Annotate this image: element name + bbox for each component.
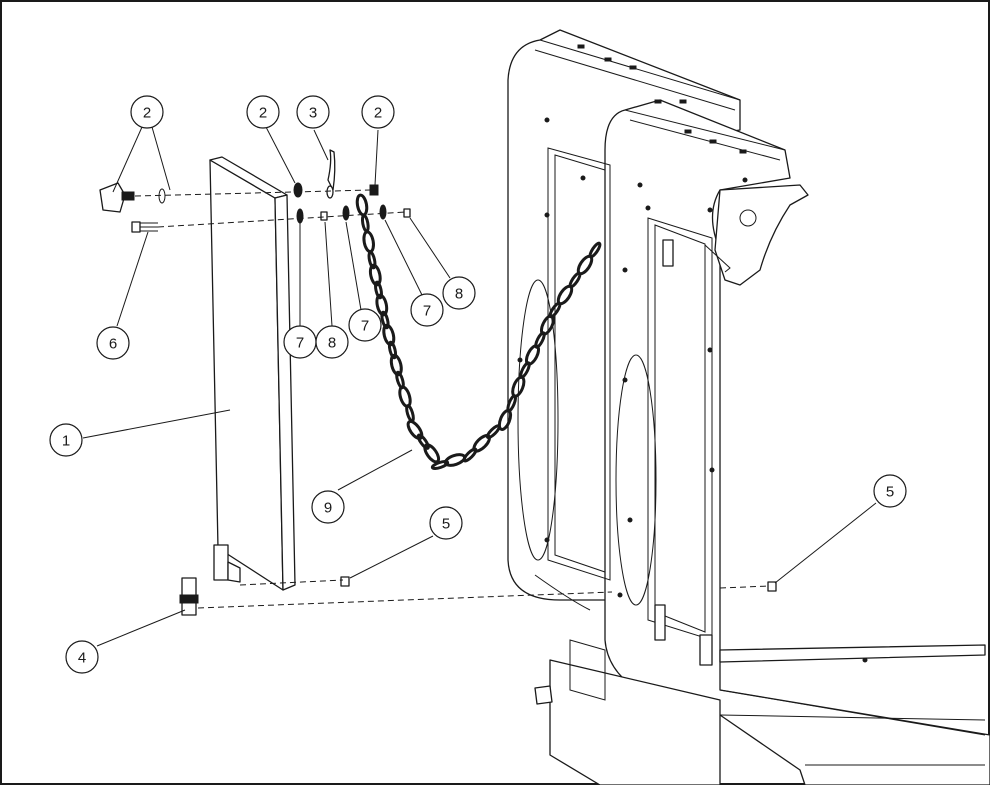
callout-label: 6 — [109, 336, 117, 353]
callout-label: 5 — [886, 484, 894, 501]
callout-c-6: 6 — [96, 326, 130, 360]
callout-c-5a: 5 — [429, 506, 463, 540]
callout-circle — [65, 640, 99, 674]
callout-c-4: 4 — [65, 640, 99, 674]
callout-circle — [348, 308, 382, 342]
chain-link — [360, 213, 370, 233]
clip-left — [340, 576, 350, 587]
chain — [355, 193, 602, 470]
callout-c-7b: 7 — [348, 308, 382, 342]
callout-circle — [96, 326, 130, 360]
callout-c-9: 9 — [311, 490, 345, 524]
callout-c-2a: 2 — [130, 95, 164, 129]
callout-circle — [873, 474, 907, 508]
callout-circle — [442, 276, 476, 310]
chain-link — [423, 443, 441, 464]
chain-link — [387, 340, 398, 360]
callouts: 2 2 3 2 6 7 8 7 7 8 1 9 5 5 4 — [49, 95, 907, 674]
callout-circle — [410, 293, 444, 327]
chain-link — [368, 263, 382, 287]
callout-c-8b: 8 — [442, 276, 476, 310]
knob-fastener — [99, 182, 166, 213]
chain-link — [355, 193, 369, 217]
callout-c-7a: 7 — [283, 325, 317, 359]
callout-circle — [246, 95, 280, 129]
clip-right — [767, 581, 777, 592]
callout-circle — [361, 95, 395, 129]
callout-label: 2 — [374, 105, 382, 122]
callout-label: 8 — [455, 286, 463, 303]
callout-label: 7 — [423, 303, 431, 320]
callout-label: 5 — [442, 516, 450, 533]
chain-link — [430, 460, 450, 470]
callout-label: 9 — [324, 500, 332, 517]
callout-circle — [130, 95, 164, 129]
callout-circle — [311, 490, 345, 524]
chain-link — [362, 230, 375, 254]
callout-label: 1 — [62, 433, 70, 450]
callout-circle — [49, 423, 83, 457]
assembly-lines — [134, 189, 771, 609]
callout-label: 4 — [78, 650, 86, 667]
callout-label: 2 — [143, 105, 151, 122]
chain-link — [380, 310, 390, 330]
chain-link — [405, 404, 415, 423]
callout-label: 3 — [309, 105, 317, 122]
callout-label: 7 — [361, 318, 369, 335]
callout-circle — [315, 325, 349, 359]
chain-link — [416, 433, 430, 450]
callout-label: 7 — [296, 335, 304, 352]
chain-link — [374, 280, 383, 300]
machine-housing — [507, 29, 990, 785]
chain-link — [588, 241, 602, 259]
leader-lines — [82, 126, 877, 647]
callout-c-8a: 8 — [315, 325, 349, 359]
callout-circle — [429, 506, 463, 540]
callout-c-2c: 2 — [361, 95, 395, 129]
callout-c-3: 3 — [296, 95, 330, 129]
callout-c-7c: 7 — [410, 293, 444, 327]
callout-label: 2 — [259, 105, 267, 122]
chain-link — [367, 250, 377, 270]
bolt-fastener — [131, 221, 158, 233]
chain-link — [375, 293, 389, 317]
callout-label: 8 — [328, 335, 336, 352]
callout-c-2b: 2 — [246, 95, 280, 129]
callout-c-5b: 5 — [873, 474, 907, 508]
chain-link — [406, 419, 424, 441]
hinge-part — [179, 577, 199, 616]
callout-circle — [296, 95, 330, 129]
callout-c-1: 1 — [49, 423, 83, 457]
chain-link — [398, 385, 412, 408]
door-panel — [209, 156, 296, 591]
chain-link — [382, 323, 396, 347]
washers-and-spacers — [293, 149, 411, 224]
